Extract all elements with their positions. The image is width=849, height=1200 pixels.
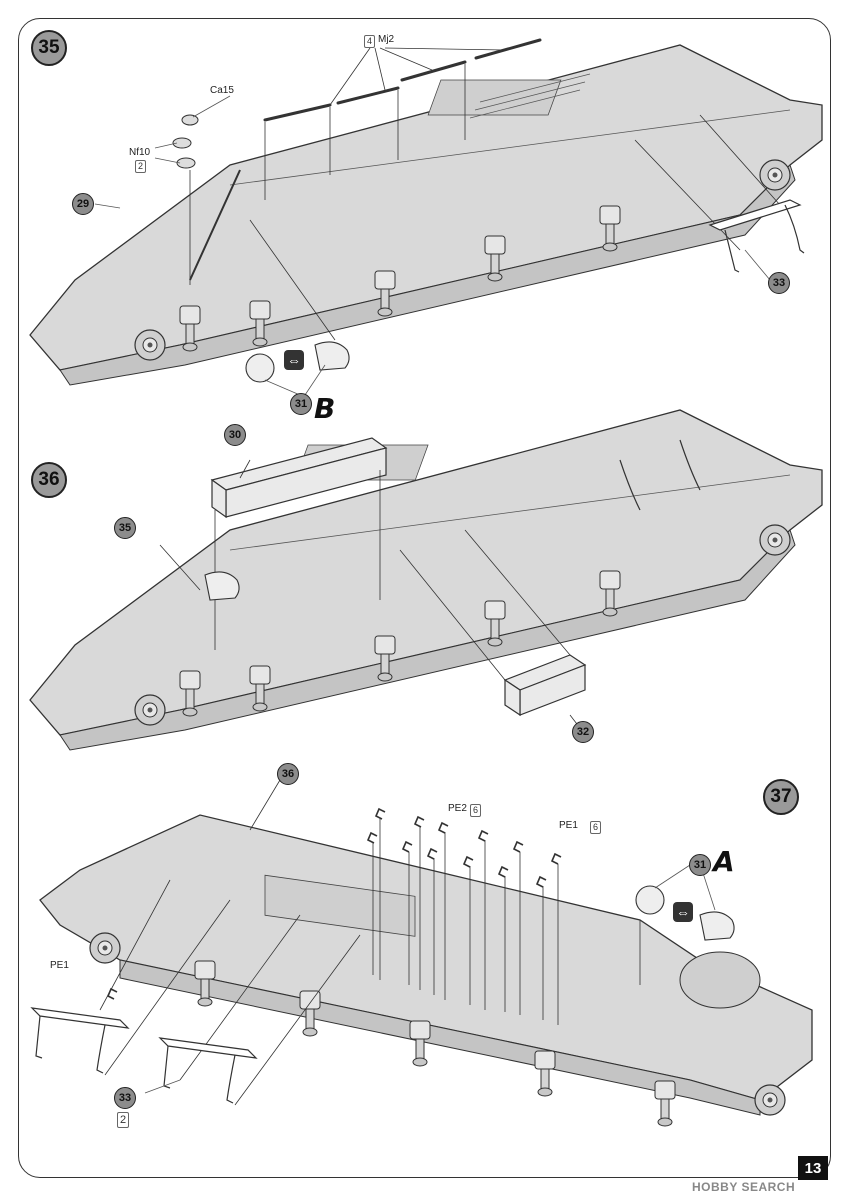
nf10-label: Nf10 <box>129 147 151 158</box>
nf10-qty-badge: 2 <box>135 160 147 173</box>
part-30-badge: 30 <box>224 424 246 446</box>
pe2-qty-badge: 6 <box>470 804 482 817</box>
page-frame <box>18 18 831 1178</box>
part-31-badge-a: 31 <box>689 854 711 876</box>
ca15-label: Ca15 <box>210 85 234 96</box>
step-36-hull <box>29 409 823 751</box>
part-32-badge: 32 <box>572 721 594 743</box>
part-31-badge-b: 31 <box>290 393 312 415</box>
mj2-label: Mj2 <box>378 34 395 45</box>
part-35-badge: 35 <box>114 517 136 539</box>
pe1-label-left: PE1 <box>50 960 69 971</box>
step-37-hull <box>30 779 813 1127</box>
watermark: HOBBY SEARCH <box>692 1180 796 1194</box>
pe1-label-right: PE1 <box>559 820 578 831</box>
step-37-badge: 37 <box>763 779 799 815</box>
rotate-view-icon: ⇔ <box>284 350 304 370</box>
part-33-badge: 33 <box>768 272 790 294</box>
part-29-badge: 29 <box>72 193 94 215</box>
variant-a-label: A <box>713 845 735 878</box>
rotate-view-icon: ⇔ <box>673 902 693 922</box>
part-33-qty-badge: 2 <box>117 1112 130 1128</box>
part-36-badge: 36 <box>277 763 299 785</box>
step-35-badge: 35 <box>31 30 67 66</box>
mj2-qty-badge: 4 <box>364 35 376 48</box>
page-number: 13 <box>798 1156 828 1180</box>
pe1-qty-badge: 6 <box>590 821 602 834</box>
variant-b-label: B <box>314 392 336 425</box>
step-35-hull <box>29 38 823 396</box>
step-36-badge: 36 <box>31 462 67 498</box>
pe2-label: PE2 <box>448 803 467 814</box>
part-33-badge-x2: 33 <box>114 1087 136 1109</box>
